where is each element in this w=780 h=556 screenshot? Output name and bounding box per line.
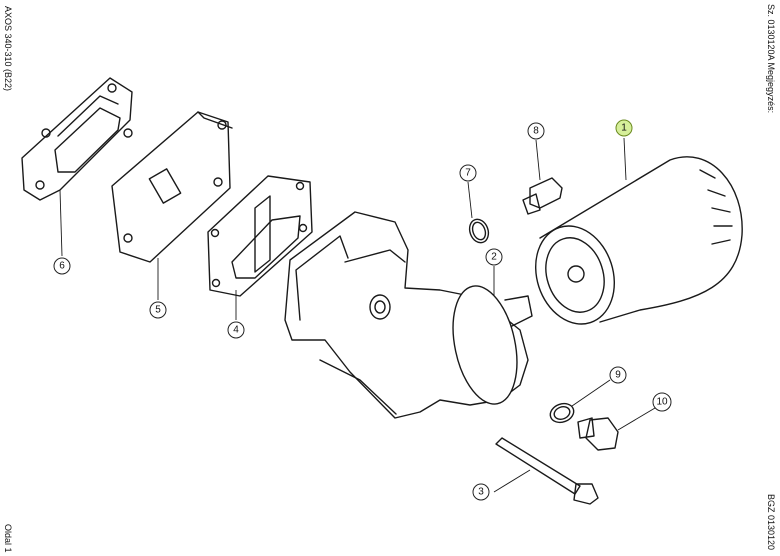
plate-5[interactable] xyxy=(111,111,233,263)
filter-head-2[interactable] xyxy=(284,211,533,419)
gasket-4[interactable] xyxy=(207,175,313,297)
callout-3[interactable]: 3 xyxy=(472,483,490,501)
callout-8[interactable]: 8 xyxy=(527,122,545,140)
svg-text:6: 6 xyxy=(59,261,65,272)
svg-text:7: 7 xyxy=(465,168,471,179)
callout-1[interactable]: 1 xyxy=(615,119,633,137)
callout-5[interactable]: 5 xyxy=(149,301,167,319)
svg-text:10: 10 xyxy=(656,397,668,408)
svg-text:8: 8 xyxy=(533,126,539,137)
callout-9[interactable]: 9 xyxy=(609,366,627,384)
o-ring-7[interactable] xyxy=(466,217,491,246)
drain-plug-10[interactable] xyxy=(577,417,619,451)
callout-7[interactable]: 7 xyxy=(459,164,477,182)
callout-4[interactable]: 4 xyxy=(227,321,245,339)
svg-text:9: 9 xyxy=(615,370,621,381)
oil-filter-1[interactable] xyxy=(523,156,743,334)
svg-text:3: 3 xyxy=(478,487,484,498)
svg-text:1: 1 xyxy=(621,123,627,134)
callout-2[interactable]: 2 xyxy=(485,248,503,266)
bolt-3[interactable] xyxy=(495,437,599,505)
fitting-8[interactable] xyxy=(522,177,563,215)
callout-10[interactable]: 10 xyxy=(652,392,672,412)
svg-text:4: 4 xyxy=(233,325,239,336)
svg-text:5: 5 xyxy=(155,305,161,316)
callout-6[interactable]: 6 xyxy=(53,257,71,275)
svg-text:2: 2 xyxy=(491,252,497,263)
o-ring-9[interactable] xyxy=(548,400,577,425)
gasket-6[interactable] xyxy=(21,77,133,201)
